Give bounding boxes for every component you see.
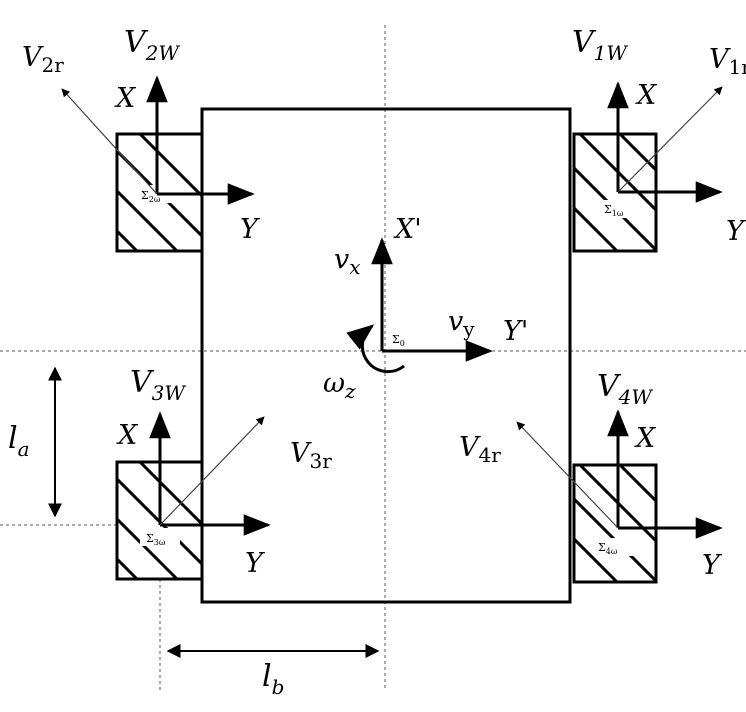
wheel1-frame-label: Σ1ω bbox=[604, 203, 624, 218]
wheel4-velocity-label: V4W bbox=[597, 369, 653, 409]
wheel4-roller-label: V4r bbox=[459, 432, 501, 467]
omega-rotation-arrow bbox=[346, 324, 405, 374]
wheel1-roller-arrow bbox=[617, 86, 723, 193]
body-x-label: X' bbox=[393, 214, 422, 245]
la-label: la bbox=[8, 421, 30, 461]
wheel3-roller-arrow bbox=[159, 416, 265, 526]
body-frame-label: Σ0 bbox=[392, 333, 405, 348]
wheel2-velocity-label: V2W bbox=[124, 25, 180, 65]
wheel4-roller-arrow bbox=[516, 421, 619, 529]
wheel-4 bbox=[572, 463, 658, 584]
wheel4-x-label: X bbox=[634, 423, 657, 454]
body-vx-label: vx bbox=[334, 244, 361, 279]
wheel3-roller-label: V3r bbox=[290, 438, 332, 473]
wheel2-roller-label: V2r bbox=[22, 42, 64, 77]
wheel2-x-label: X bbox=[114, 83, 137, 114]
wheel1-roller-label: V1r bbox=[709, 44, 746, 79]
wheel4-y-label: Y bbox=[702, 550, 722, 581]
wheel1-x-label: X bbox=[635, 80, 658, 111]
omega-label: ωz bbox=[323, 368, 356, 403]
body-y-label: Y' bbox=[503, 316, 528, 347]
wheel1-velocity-label: V1W bbox=[572, 25, 628, 65]
wheel2-frame-label: Σ2ω bbox=[141, 189, 161, 204]
wheel1-y-label: Y bbox=[726, 216, 746, 247]
wheel2-y-label: Y bbox=[240, 214, 260, 245]
wheel4-frame-label: Σ4ω bbox=[598, 541, 618, 556]
body-vy-label: vy bbox=[448, 306, 475, 341]
wheel3-velocity-label: V3W bbox=[130, 365, 186, 405]
lb-label: lb bbox=[262, 659, 284, 699]
wheel2-roller-arrow bbox=[61, 88, 158, 195]
wheel3-y-label: Y bbox=[245, 548, 265, 579]
robot-body bbox=[200, 107, 572, 604]
wheel3-x-label: X bbox=[116, 420, 139, 451]
wheel3-frame-label: Σ3ω bbox=[146, 532, 166, 547]
